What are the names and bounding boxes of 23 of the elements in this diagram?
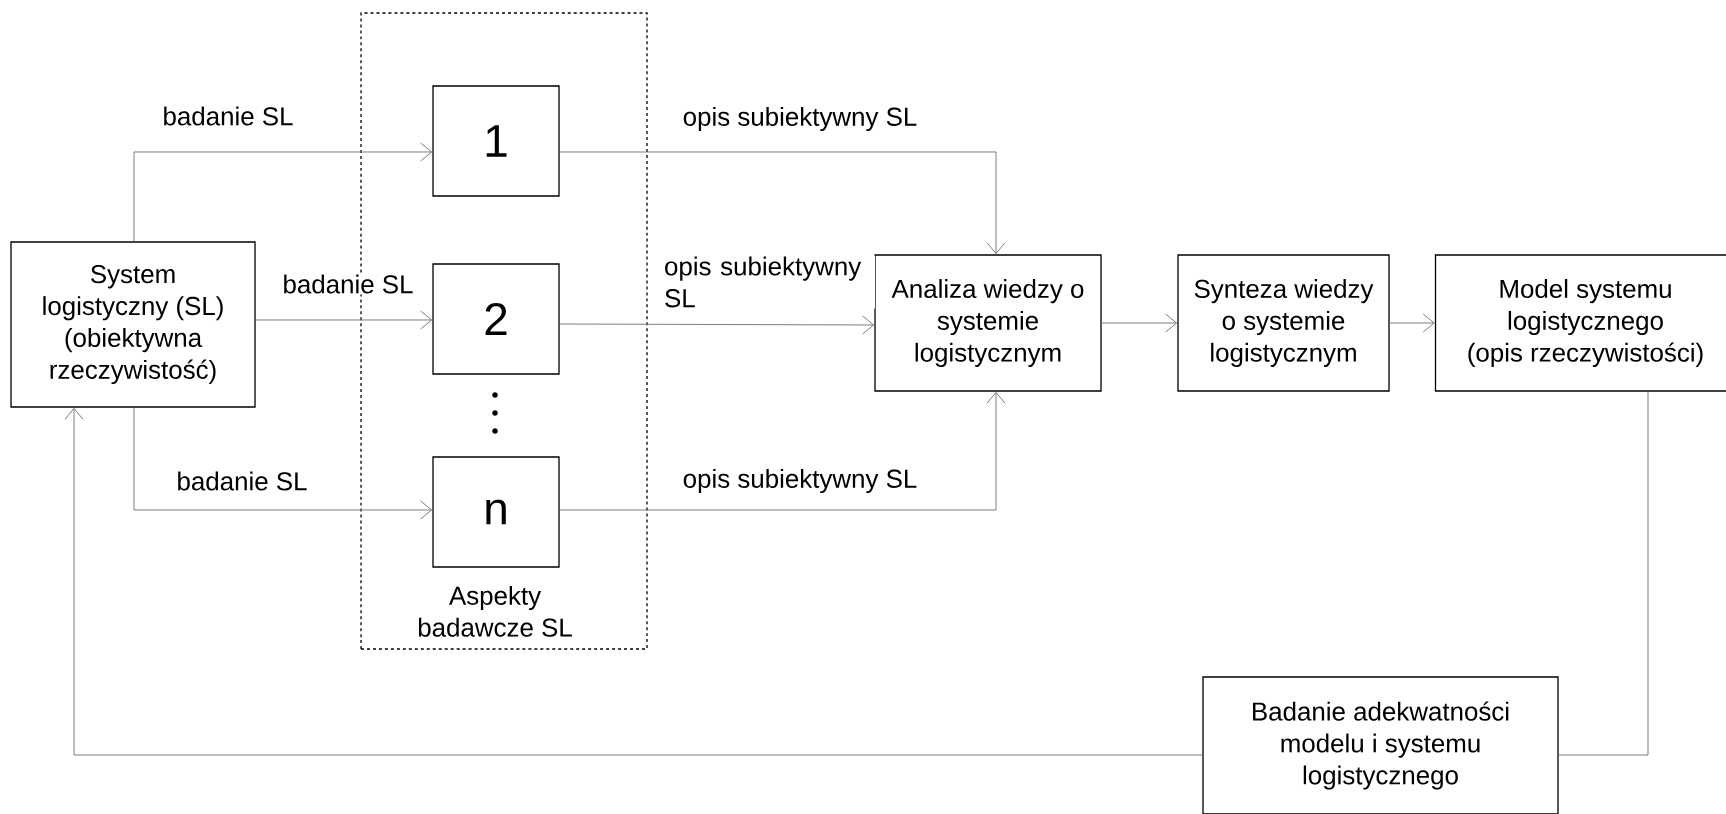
edge-label: badanie SL: [281, 273, 415, 295]
arrow: [559, 391, 1006, 511]
process-box: Synteza wiedzy o systemie logistycznym: [1177, 254, 1390, 392]
edge-label: badanie SL: [175, 470, 309, 492]
process-box: Model systemu logistycznego (opis rzeczywistości): [1434, 254, 1726, 392]
number-box: n: [432, 456, 560, 568]
arrow: [1101, 313, 1178, 333]
arrow: [1389, 313, 1435, 333]
arrow: [133, 142, 433, 242]
number-box: 2: [432, 263, 560, 375]
edge-label: opis subiektywny SL: [681, 105, 919, 133]
process-box: Analiza wiedzy o systemie logistycznym: [874, 254, 1102, 392]
process-box: System logistyczny (SL) (obiektywna rzeczywistość): [10, 241, 256, 408]
arrow: [64, 407, 1203, 756]
edge-label: opis subiektywny SL: [681, 467, 919, 495]
number-box: 1: [432, 85, 560, 197]
edge-label: badanie SL: [161, 105, 295, 127]
arrow: [559, 151, 1006, 255]
arrow: [255, 310, 433, 330]
arrow: [559, 315, 875, 335]
arrow: [133, 407, 433, 520]
edge-label: opis subiektywny SL: [663, 255, 875, 309]
process-box: Badanie adekwatności modelu i systemu logistycznego: [1202, 676, 1559, 814]
